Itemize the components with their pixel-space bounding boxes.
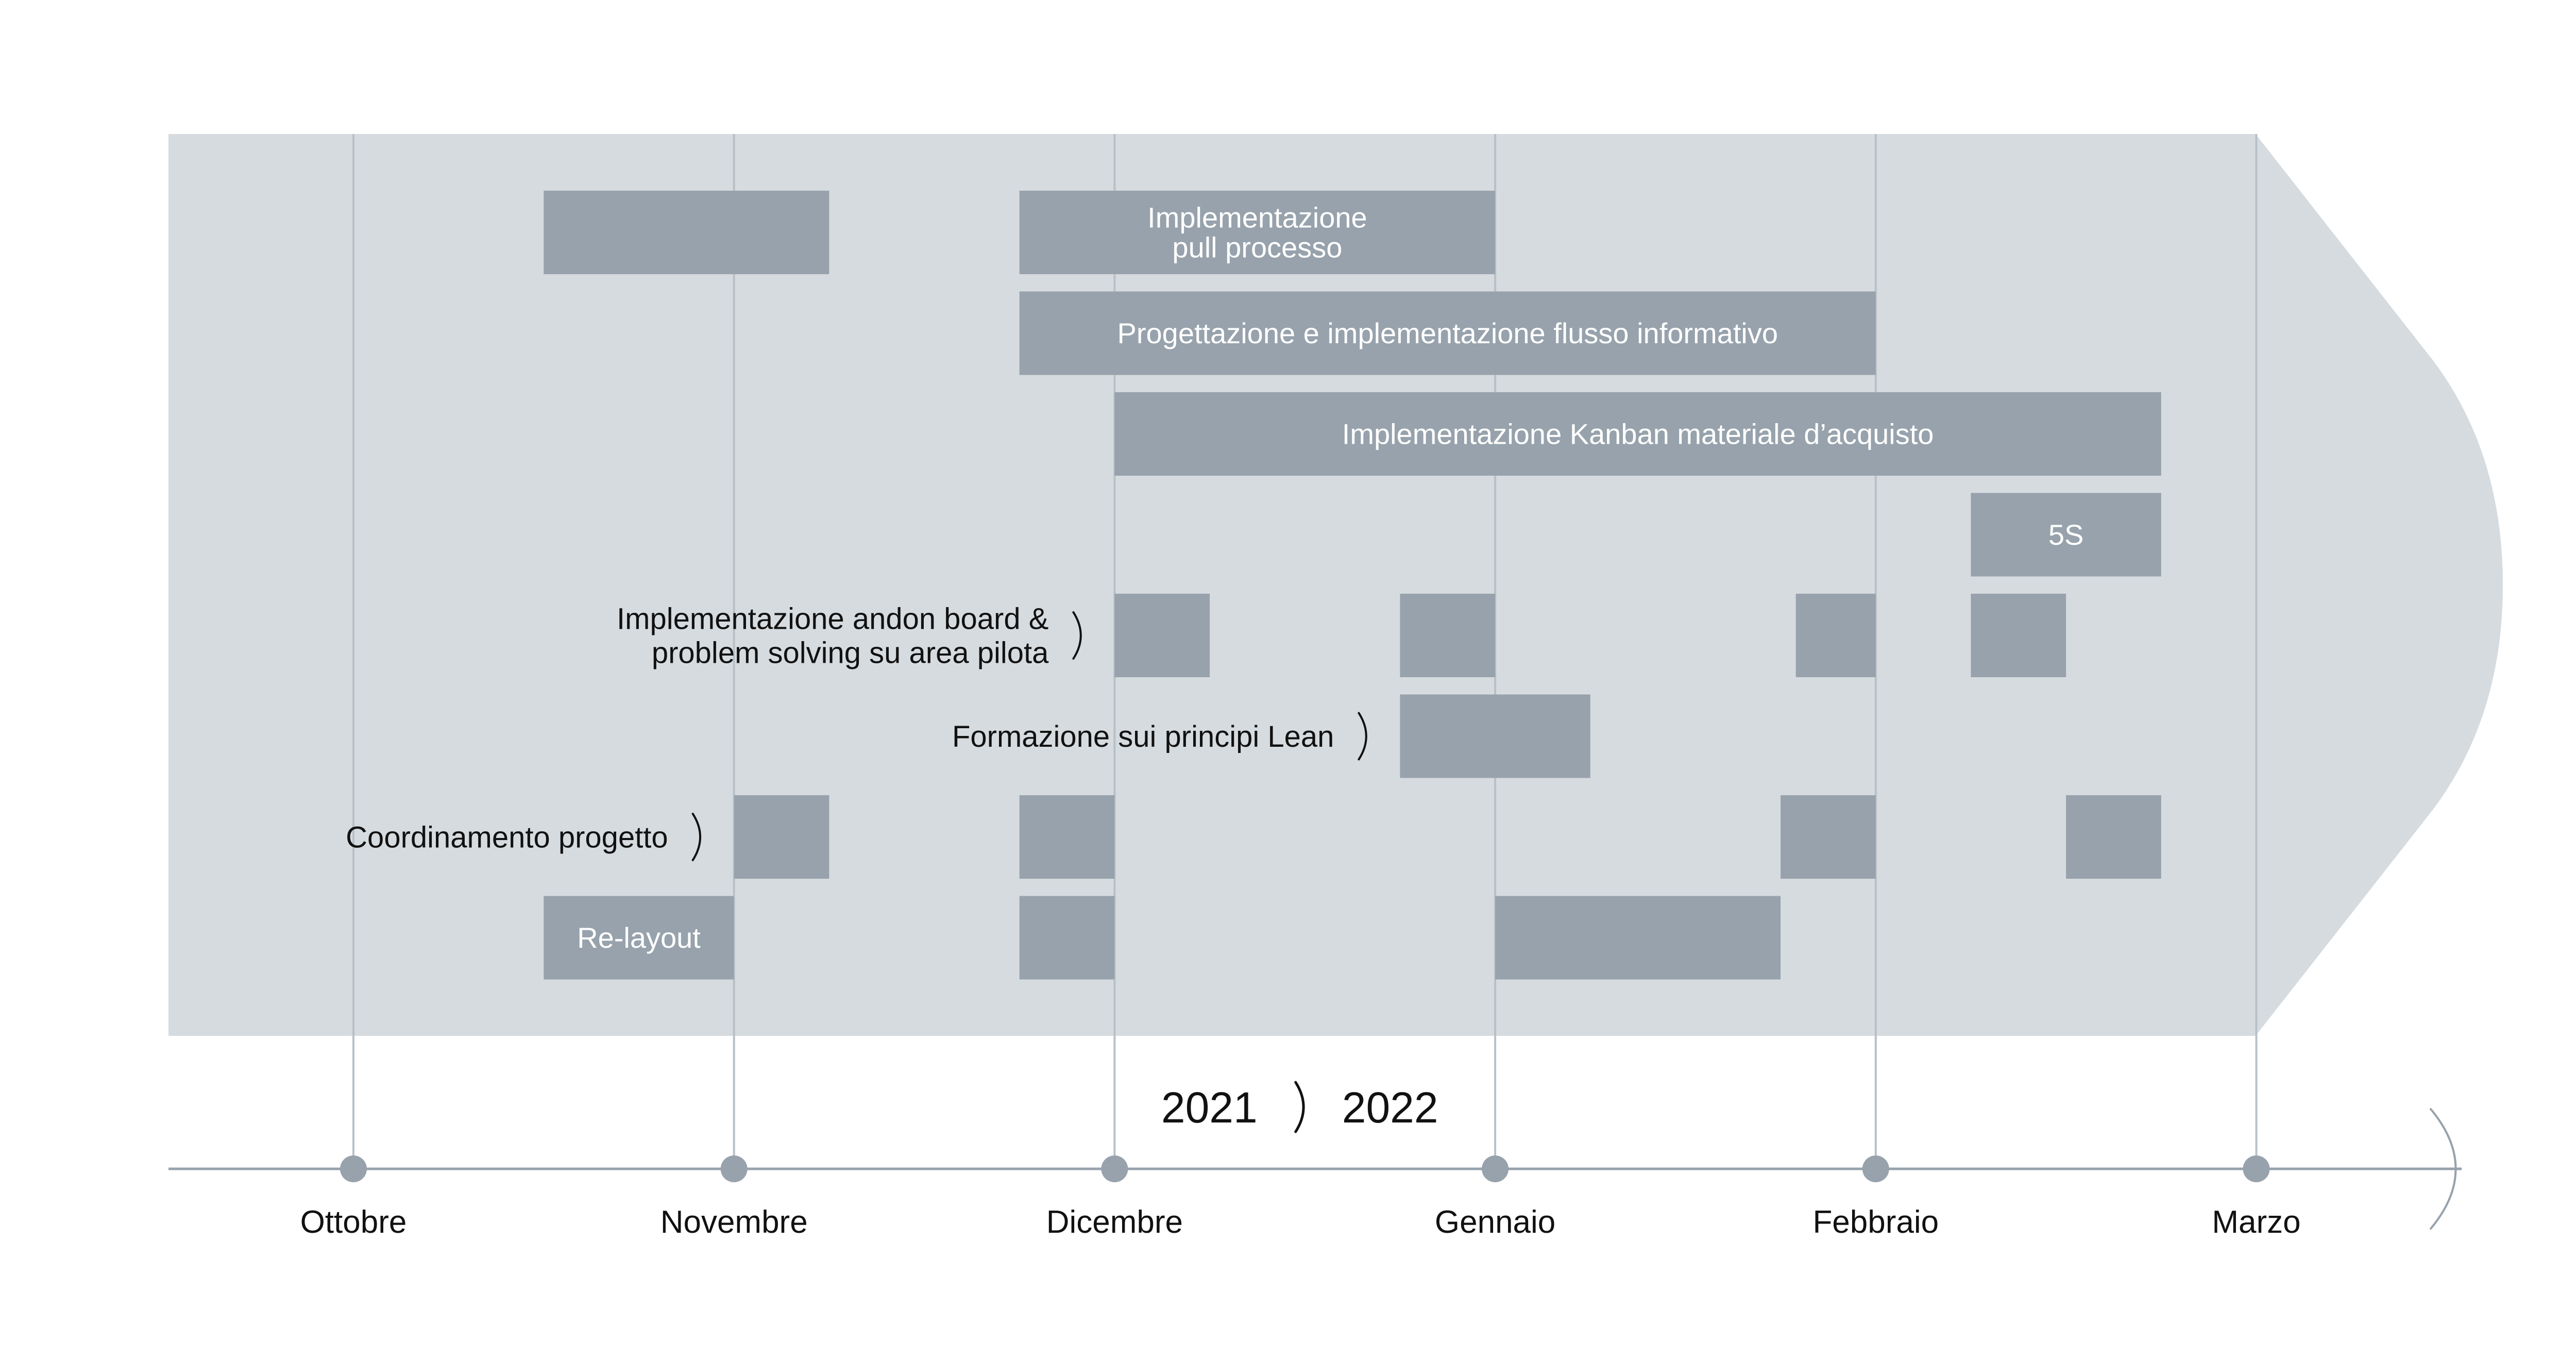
activity-labels: Implementazione andon board &problem sol…: [346, 602, 1367, 861]
activity-bar-row3-1: [1114, 392, 2161, 476]
activity-bar-row5-1: [1114, 594, 1210, 677]
activity-bar-row5-2: [1400, 594, 1496, 677]
activity-label-chevron-row7: [691, 813, 701, 861]
activity-bar-row7-1: [734, 795, 829, 879]
activity-label-row7: Coordinamento progetto: [346, 820, 668, 854]
activity-bar-label-row8-1: Re-layout: [577, 921, 701, 954]
year-transition: 2021 2022: [1161, 1081, 1438, 1133]
month-marker-dicembre: [1101, 1155, 1128, 1182]
activity-label-chevron-row6: [1358, 712, 1367, 761]
activity-bar-row7-3: [1781, 795, 1876, 879]
month-label-novembre: Novembre: [660, 1204, 808, 1240]
time-axis: Ottobre Novembre Dicembre Gennaio Febbraio Ma…: [168, 1108, 2462, 1240]
month-label-ottobre: Ottobre: [300, 1204, 407, 1240]
year-chevron: [1294, 1081, 1305, 1133]
activity-bar-row8-2: [1019, 896, 1115, 980]
month-label-febbraio: Febbraio: [1812, 1204, 1939, 1240]
activity-bar-row1-2: [1019, 191, 1496, 274]
activity-bar-label-row4-1: 5S: [2048, 518, 2084, 551]
activity-label-row5: Implementazione andon board &problem sol…: [617, 602, 1049, 669]
activity-label-chevron-row5: [1072, 611, 1082, 660]
activity-bar-row8-3: [1495, 896, 1781, 980]
activity-bar-label-row3-1: Implementazione Kanban materiale d’acqui…: [1342, 418, 1934, 450]
activity-bar-row4-1: [1971, 493, 2161, 577]
month-label-dicembre: Dicembre: [1046, 1204, 1183, 1240]
year-label-start: 2021: [1161, 1083, 1258, 1132]
activity-bar-row6-1: [1400, 694, 1590, 778]
activity-bar-row1-1: [544, 191, 829, 274]
month-marker-gennaio: [1482, 1155, 1509, 1182]
activity-bar-row7-4: [2066, 795, 2161, 879]
month-label-marzo: Marzo: [2212, 1204, 2300, 1240]
month-marker-febbraio: [1862, 1155, 1889, 1182]
year-label-end: 2022: [1342, 1083, 1438, 1132]
activity-bar-row5-3: [1795, 594, 1876, 677]
activity-bar-row8-1: [544, 896, 734, 980]
month-marker-marzo: [2243, 1155, 2270, 1182]
activity-bar-label-row2-1: Progettazione e implementazione flusso i…: [1117, 317, 1778, 349]
activity-bar-row7-2: [1019, 795, 1115, 879]
month-label-gennaio: Gennaio: [1435, 1204, 1555, 1240]
activity-bar-row2-1: [1019, 291, 1876, 375]
activity-label-row6: Formazione sui principi Lean: [952, 720, 1334, 753]
month-marker-novembre: [720, 1155, 748, 1182]
month-marker-ottobre: [340, 1155, 367, 1182]
activity-bar-row5-4: [1971, 594, 2066, 677]
time-axis-arrowhead: [2430, 1108, 2457, 1230]
